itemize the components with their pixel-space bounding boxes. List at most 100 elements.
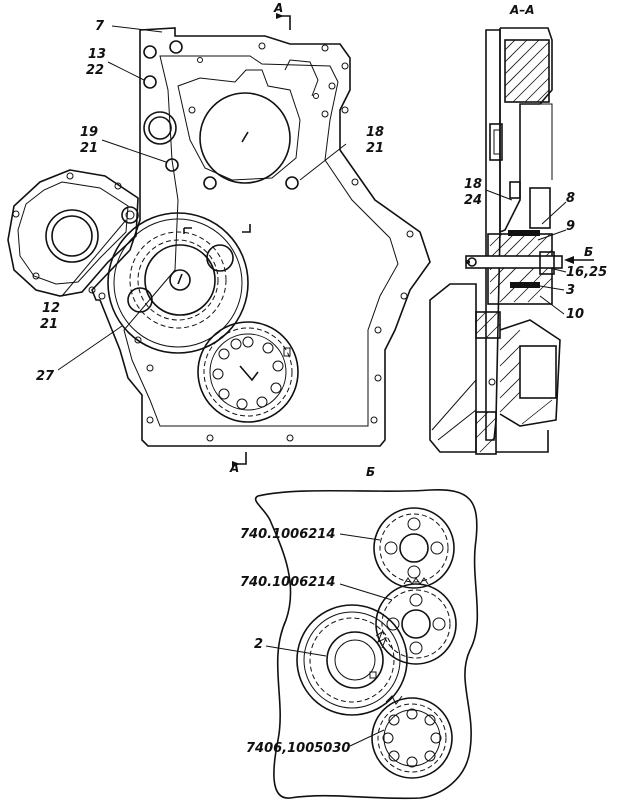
gear-top-bore <box>399 533 429 563</box>
section-flange-hatch <box>475 311 501 339</box>
callout-3: 3 <box>566 283 575 298</box>
gear-left-hub <box>326 631 384 689</box>
idler-gear-pitch <box>129 231 227 329</box>
section-arrow-bottom <box>232 461 240 467</box>
lower-gear-mark <box>239 365 259 382</box>
section-top-block <box>504 39 550 103</box>
gear-mid-outer <box>375 583 457 665</box>
left-seal <box>45 209 99 263</box>
ring-19 <box>165 158 179 172</box>
gear-left-rim <box>303 611 401 709</box>
gear-mid-pitch <box>381 589 451 659</box>
ring-13 <box>143 75 157 89</box>
seal-13-inner <box>148 116 172 140</box>
section-shaft <box>465 255 563 269</box>
section-hub <box>487 233 553 305</box>
corner-mark-b <box>242 224 251 233</box>
upper-bore <box>199 92 291 184</box>
callout-8: 8 <box>566 191 575 206</box>
callout-22: 22 <box>86 63 104 78</box>
gear-bottom-outer <box>371 697 453 779</box>
section-nut <box>539 251 555 275</box>
callout-18-section: 18 <box>464 177 482 192</box>
section-lower-gear <box>499 319 561 427</box>
idler-hole-b <box>127 287 153 313</box>
view-b-title: Б <box>366 465 375 479</box>
callout-gear-mid: 740.1006214 <box>240 575 335 590</box>
section-top-hatch <box>504 39 550 103</box>
upper-bore-mark <box>241 131 249 143</box>
callout-21-c: 21 <box>40 317 58 332</box>
lower-gear-outer <box>197 321 299 423</box>
idler-hub <box>144 244 216 316</box>
view-b-arrow-label: Б <box>584 245 593 259</box>
gear-top-pitch <box>379 513 449 583</box>
lower-gear-key <box>283 347 291 357</box>
ring-18 <box>285 176 299 190</box>
section-lower-hub <box>519 345 557 399</box>
left-housing-inner <box>17 181 129 285</box>
callout-16-25: 16,25 <box>566 265 607 280</box>
cover-inner-contour <box>123 55 399 427</box>
lower-gear-inner <box>209 333 287 411</box>
section-flange <box>475 311 501 339</box>
ring-c <box>203 176 217 190</box>
section-bolt-18 <box>509 181 521 199</box>
section-arrow-top <box>276 13 284 19</box>
section-base-hatch <box>475 411 497 453</box>
idler-axle <box>169 269 191 291</box>
gear-bottom-pitch <box>377 703 447 773</box>
gear-top-outer <box>373 507 455 589</box>
callout-21-b: 21 <box>366 141 384 156</box>
front-cover-view: A A 7 13 22 19 21 18 21 12 21 27 <box>7 1 431 475</box>
ring-12 <box>121 206 139 224</box>
section-pin <box>488 378 496 386</box>
section-washer-9 <box>508 230 540 236</box>
ring-b <box>169 40 183 54</box>
idler-hole-a <box>206 244 234 272</box>
section-aa-view: A–A <box>429 3 607 455</box>
idler-axle-mark <box>177 273 183 285</box>
section-lower-left <box>429 283 477 453</box>
callout-9: 9 <box>566 219 575 234</box>
section-wall <box>499 27 553 234</box>
idler-gear-rim <box>113 218 243 348</box>
gear-bottom-inner <box>383 709 441 767</box>
callout-gear-top: 740.1006214 <box>240 527 335 542</box>
callout-19: 19 <box>80 125 98 140</box>
gear-left-outer <box>296 604 408 716</box>
leader-lines-view-b <box>265 533 393 747</box>
bolt-holes <box>98 42 414 442</box>
section-label-bottom: A <box>229 461 239 475</box>
section-washer-3 <box>510 282 540 288</box>
leader-lines-section <box>485 189 567 315</box>
view-b-arrow-head <box>564 256 574 264</box>
section-stud <box>489 123 503 161</box>
cover-boss-line <box>284 59 319 97</box>
left-housing-holes <box>12 172 122 294</box>
callout-18: 18 <box>366 125 384 140</box>
idler-gear-outer <box>107 212 249 354</box>
section-base <box>475 411 497 455</box>
ring-12-inner <box>125 210 135 220</box>
callout-12: 12 <box>42 301 60 316</box>
section-lower-hatch <box>499 329 553 425</box>
cover-ridge <box>177 69 301 181</box>
lower-gear-holes <box>212 336 284 410</box>
corner-mark-a <box>183 227 192 234</box>
callout-7: 7 <box>95 19 105 34</box>
section-dot <box>466 260 470 264</box>
gear-top-holes <box>384 517 444 579</box>
lower-gear-pitch <box>203 327 293 417</box>
gear-mid-holes <box>386 593 446 655</box>
gear-left-pitch <box>309 617 395 703</box>
callout-24: 24 <box>464 193 482 208</box>
mesh-teeth-1 <box>403 577 429 585</box>
seal-13 <box>143 111 177 145</box>
section-rib <box>540 103 553 180</box>
section-aa-title: A–A <box>509 3 535 17</box>
section-label-top: A <box>273 1 283 15</box>
section-upper-fit <box>529 187 551 229</box>
